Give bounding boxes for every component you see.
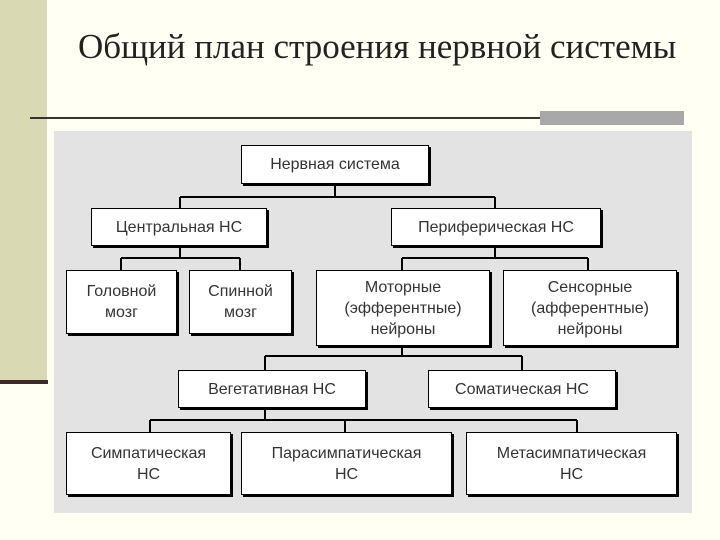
node-motor-neurons: Моторные (эфферентные) нейроны xyxy=(316,270,490,346)
slide-accent-bar xyxy=(0,0,47,384)
node-vegetative-ns: Вегетативная НС xyxy=(178,370,366,408)
node-parasympathetic-ns: Парасимпатическая НС xyxy=(241,432,452,495)
node-central-ns: Центральная НС xyxy=(91,208,267,246)
node-spinal-cord: Спинной мозг xyxy=(189,270,292,334)
node-somatic-ns: Соматическая НС xyxy=(428,370,616,408)
title-underline-accent xyxy=(540,111,684,125)
title-underline xyxy=(30,117,540,119)
node-brain: Головной мозг xyxy=(66,270,177,334)
node-peripheral-ns: Периферическая НС xyxy=(391,208,601,246)
node-sensory-neurons: Сенсорные (афферентные) нейроны xyxy=(503,270,677,346)
node-sympathetic-ns: Симпатическая НС xyxy=(66,432,231,495)
node-metasympathetic-ns: Метасимпатическая НС xyxy=(466,432,677,495)
slide-accent-line xyxy=(0,380,48,384)
slide-title: Общий план строения нервной системы xyxy=(78,27,677,66)
node-nervous-system: Нервная система xyxy=(241,145,429,184)
